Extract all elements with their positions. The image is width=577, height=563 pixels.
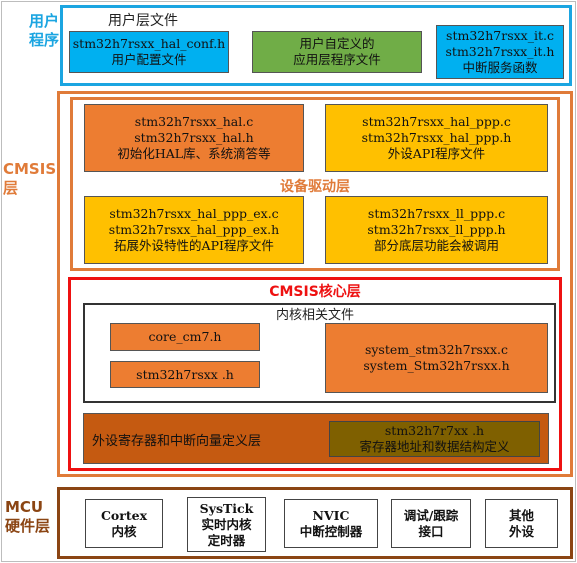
- side-label-cmsis-line1: CMSIS: [3, 160, 57, 178]
- side-label-user-line2: 程序: [28, 31, 59, 49]
- user-box-hal-conf: stm32h7rsxx_hal_conf.h 用户配置文件: [69, 31, 229, 73]
- mcu-layer-container: [57, 487, 573, 559]
- driver-box-hal: stm32h7rsxx_hal.c stm32h7rsxx_hal.h 初始化H…: [84, 104, 304, 172]
- system-file-box: system_stm32h7rsxx.c system_Stm32h7rsxx.…: [325, 323, 548, 393]
- driver-layer-title: 设备驱动层: [280, 179, 350, 195]
- user-layer-title: 用户层文件: [108, 13, 178, 29]
- driver-box-hal-ppp-ex: stm32h7rsxx_hal_ppp_ex.c stm32h7rsxx_hal…: [84, 196, 304, 264]
- side-label-cmsis: CMSIS 层: [0, 160, 59, 198]
- hw-box-other: 其他 外设: [485, 499, 558, 548]
- user-box-it: stm32h7rsxx_it.c stm32h7rsxx_it.h 中断服务函数: [436, 25, 564, 79]
- side-label-mcu: MCU 硬件层: [2, 498, 61, 536]
- kernel-files-title: 内核相关文件: [275, 308, 354, 323]
- user-layer-container: [60, 5, 572, 86]
- side-label-mcu-line1: MCU: [5, 498, 44, 516]
- driver-box-ll-ppp: stm32h7rsxx_ll_ppp.c stm32h7rsxx_ll_ppp.…: [325, 196, 548, 264]
- core-cm7-box: core_cm7.h: [110, 323, 260, 351]
- hw-box-cortex: Cortex 内核: [85, 499, 163, 548]
- driver-box-hal-ppp: stm32h7rsxx_hal_ppp.c stm32h7rsxx_hal_pp…: [325, 104, 548, 172]
- hw-box-systick: SysTick 实时内核 定时器: [187, 497, 266, 552]
- stm32h7rsxx-h-box: stm32h7rsxx .h: [110, 361, 260, 388]
- periph-header-box: stm32h7r7xx .h 寄存器地址和数据结构定义: [329, 421, 540, 457]
- side-label-user-line1: 用户: [28, 12, 59, 30]
- driver-layer-container: [70, 97, 560, 271]
- core-layer-title: CMSIS核心层: [269, 284, 361, 300]
- core-layer-container: [68, 277, 562, 471]
- kernel-files-container: [83, 303, 556, 403]
- user-box-app: 用户自定义的 应用层程序文件: [252, 31, 422, 73]
- cmsis-layer-container: [57, 91, 573, 477]
- side-label-mcu-line2: 硬件层: [5, 517, 51, 535]
- periph-register-label: 外设寄存器和中断向量定义层: [92, 434, 262, 449]
- hw-box-debug: 调试/跟踪 接口: [391, 499, 471, 548]
- hw-box-nvic: NVIC 中断控制器: [284, 499, 378, 548]
- side-label-cmsis-line2: 层: [3, 179, 19, 197]
- side-label-user: 用户 程序: [24, 12, 64, 50]
